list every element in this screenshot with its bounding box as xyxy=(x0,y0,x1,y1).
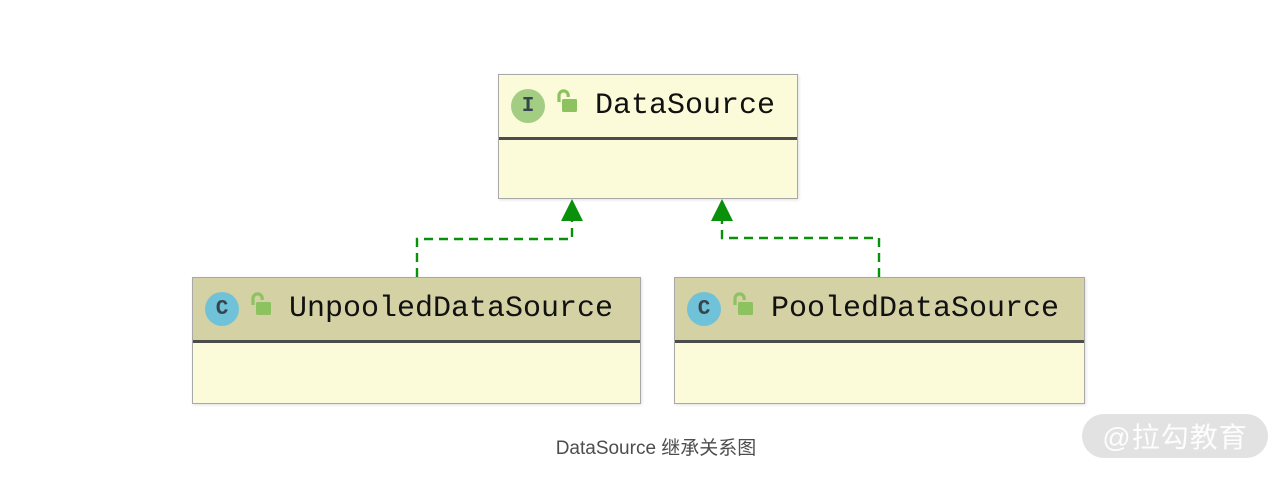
unlock-icon xyxy=(729,289,757,329)
arrowhead-right-icon xyxy=(711,199,733,221)
unlock-icon xyxy=(247,289,275,329)
node-body xyxy=(499,140,797,198)
edge-pooled-implements-datasource xyxy=(720,221,881,277)
uml-node-datasource: I DataSource xyxy=(498,74,798,199)
class-badge-icon: C xyxy=(687,292,721,326)
node-body xyxy=(675,343,1084,403)
node-header: I DataSource xyxy=(499,75,797,140)
watermark-badge: @拉勾教育 xyxy=(1082,414,1268,458)
node-body xyxy=(193,343,640,403)
diagram-caption: DataSource 继承关系图 xyxy=(555,438,757,459)
node-header: C UnpooledDataSource xyxy=(193,278,640,343)
arrowhead-left-icon xyxy=(561,199,583,221)
node-title: PooledDataSource xyxy=(771,292,1060,326)
uml-node-pooleddatasource: C PooledDataSource xyxy=(674,277,1085,404)
interface-badge-icon: I xyxy=(511,89,545,123)
node-title: DataSource xyxy=(595,89,776,123)
unlock-icon xyxy=(553,86,581,126)
node-header: C PooledDataSource xyxy=(675,278,1084,343)
edge-unpooled-implements-datasource xyxy=(415,221,574,277)
node-title: UnpooledDataSource xyxy=(289,292,614,326)
uml-node-unpooleddatasource: C UnpooledDataSource xyxy=(192,277,641,404)
class-badge-icon: C xyxy=(205,292,239,326)
